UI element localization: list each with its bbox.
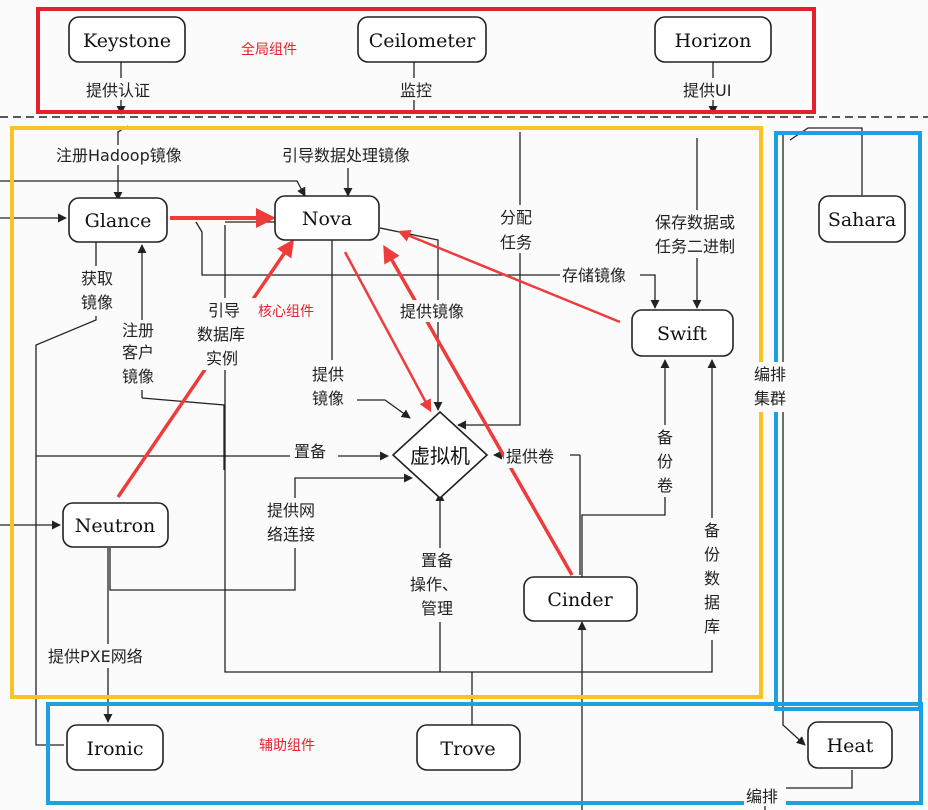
keystone-node: Keystone bbox=[68, 16, 186, 63]
label-boot-db-2: 数据库 bbox=[197, 325, 245, 344]
label-reg-client-1: 注册 bbox=[122, 321, 154, 340]
edge-store-image bbox=[195, 221, 660, 309]
label-get-1: 获取 bbox=[81, 269, 113, 288]
label-backup-db-2: 份 bbox=[704, 545, 720, 564]
red-nova-vm bbox=[343, 251, 432, 413]
edge-backup-vol bbox=[581, 359, 670, 578]
label-backup-db-1: 备 bbox=[704, 521, 720, 540]
label-provision: 置备 bbox=[294, 442, 326, 461]
global-region-label: 全局组件 bbox=[241, 41, 297, 58]
cinder-label: Cinder bbox=[547, 589, 613, 611]
edge-left-nova bbox=[0, 180, 306, 197]
label-boot-db-1: 引导 bbox=[208, 301, 240, 320]
edge-sahara-top bbox=[789, 127, 863, 195]
aux-region bbox=[46, 702, 923, 805]
swift-node: Swift bbox=[631, 309, 734, 357]
label-prov-op-3: 管理 bbox=[421, 599, 453, 618]
ceilometer-label: Ceilometer bbox=[369, 30, 477, 52]
ironic-node: Ironic bbox=[66, 724, 164, 771]
core-region-label: 核心组件 bbox=[258, 304, 314, 320]
label-reg-hadoop: 注册Hadoop镜像 bbox=[56, 146, 182, 165]
sahara-label: Sahara bbox=[828, 209, 896, 231]
ceilometer-node: Ceilometer bbox=[357, 16, 487, 63]
label-net-2: 络连接 bbox=[267, 525, 315, 544]
edge-provide-image bbox=[357, 399, 411, 419]
trove-label: Trove bbox=[440, 738, 495, 760]
label-assign-1: 分配 bbox=[500, 208, 532, 227]
red-swift-nova bbox=[397, 230, 621, 324]
neutron-node: Neutron bbox=[62, 502, 169, 548]
edge-labels: 提供认证 监控 提供UI 注册Hadoop镜像 引导数据处理镜像 分配 任务 保… bbox=[46, 78, 796, 806]
label-auth: 提供认证 bbox=[86, 81, 150, 100]
label-save-2: 任务二进制 bbox=[655, 237, 735, 256]
sahara-node: Sahara bbox=[818, 195, 906, 243]
label-backup-vol-1: 备 bbox=[657, 428, 673, 447]
label-prov-op-2: 操作、 bbox=[410, 575, 458, 594]
nova-node: Nova bbox=[274, 195, 380, 241]
horizon-label: Horizon bbox=[675, 30, 752, 52]
label-reg-client-3: 镜像 bbox=[122, 367, 154, 386]
sahara-region bbox=[774, 131, 922, 711]
label-backup-vol-3: 卷 bbox=[657, 476, 673, 495]
cinder-node: Cinder bbox=[523, 576, 638, 622]
neutron-label: Neutron bbox=[75, 515, 156, 537]
label-boot-db-3: 实例 bbox=[206, 349, 238, 368]
label-assign-2: 任务 bbox=[500, 233, 532, 252]
glance-label: Glance bbox=[85, 210, 152, 232]
label-store-image: 存储镜像 bbox=[562, 266, 626, 285]
heat-node: Heat bbox=[807, 721, 893, 769]
core-region bbox=[10, 126, 763, 699]
label-ui: 提供UI bbox=[683, 81, 731, 100]
glance-node: Glance bbox=[68, 197, 168, 243]
label-prov-op-1: 置备 bbox=[421, 551, 453, 570]
edge-orch-cluster bbox=[782, 135, 806, 746]
heat-label: Heat bbox=[827, 735, 874, 757]
trove-node: Trove bbox=[416, 724, 521, 771]
vm-label: 虚拟机 bbox=[410, 444, 470, 468]
ironic-label: Ironic bbox=[87, 738, 144, 760]
label-backup-vol-2: 份 bbox=[657, 452, 673, 471]
label-boot-image: 引导数据处理镜像 bbox=[282, 146, 410, 165]
label-pxe: 提供PXE网络 bbox=[48, 647, 143, 666]
label-net-1: 提供网 bbox=[267, 501, 315, 520]
label-reg-client-2: 客户 bbox=[122, 343, 154, 362]
label-orch: 编排 bbox=[746, 787, 778, 806]
label-orch-cluster-2: 集群 bbox=[754, 389, 786, 408]
red-cinder-nova bbox=[383, 244, 574, 576]
label-orch-cluster-1: 编排 bbox=[754, 365, 786, 384]
swift-label: Swift bbox=[657, 323, 707, 345]
label-backup-db-5: 库 bbox=[704, 617, 720, 636]
edge-client bbox=[141, 397, 225, 470]
label-provide-image: 提供镜像 bbox=[400, 302, 464, 321]
aux-region-label: 辅助组件 bbox=[259, 738, 315, 754]
label-backup-db-3: 数 bbox=[704, 569, 720, 588]
horizon-node: Horizon bbox=[654, 16, 772, 63]
vm-node: 虚拟机 bbox=[391, 410, 489, 500]
label-backup-db-4: 据 bbox=[704, 593, 720, 612]
edge-net-vm bbox=[109, 473, 413, 591]
nova-label: Nova bbox=[302, 208, 352, 230]
label-save-1: 保存数据或 bbox=[655, 213, 735, 232]
label-provide-image2-1: 提供 bbox=[312, 365, 344, 384]
label-provide-image2-2: 镜像 bbox=[312, 389, 344, 408]
label-provide-volume: 提供卷 bbox=[506, 447, 554, 466]
keystone-label: Keystone bbox=[83, 30, 171, 52]
label-get-2: 镜像 bbox=[81, 293, 113, 312]
edge-boot-db bbox=[224, 225, 717, 673]
global-region bbox=[36, 7, 816, 114]
label-monitor: 监控 bbox=[400, 81, 432, 100]
